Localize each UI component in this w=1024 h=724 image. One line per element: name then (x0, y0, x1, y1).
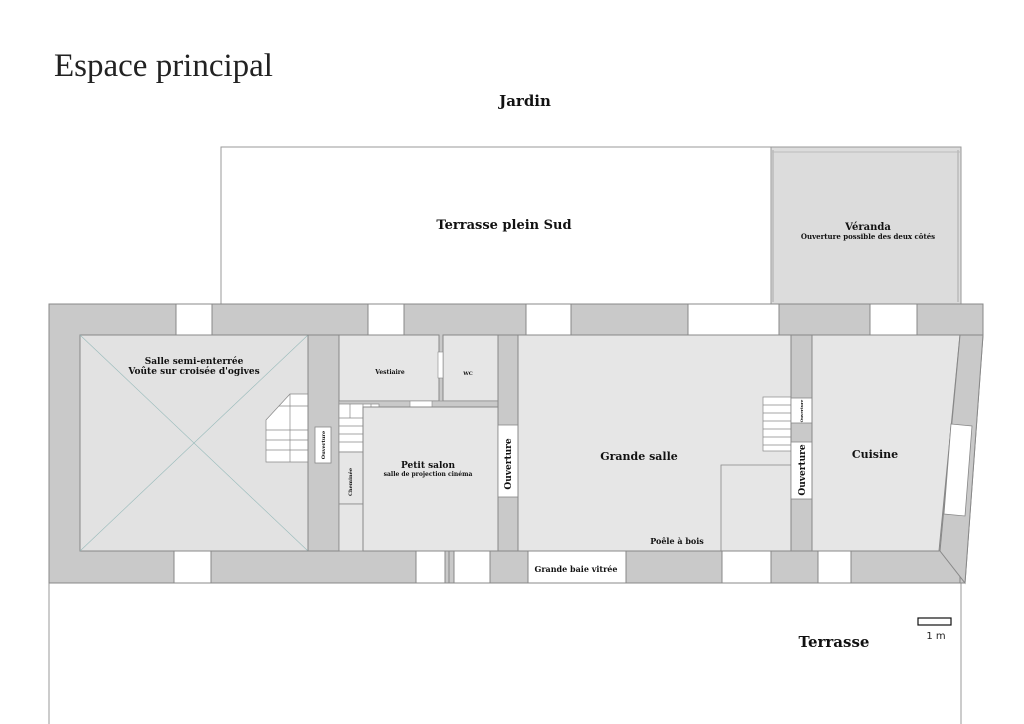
cheminee (338, 451, 364, 505)
south-openings (173, 550, 852, 584)
label-terrasse-sud: Terrasse plein Sud (436, 218, 571, 233)
page-title: Espace principal (54, 48, 273, 84)
label-ouverture-2: Ouverture (504, 438, 514, 490)
label-vestiaire: Vestiaire (374, 369, 405, 376)
label-petit-salon-sub: salle de projection cinéma (384, 471, 473, 478)
label-veranda-sub: Ouverture possible des deux côtés (801, 232, 935, 241)
label-salle-semi-sub: Voûte sur croisée d'ogives (127, 366, 259, 377)
label-ouverture-1: Ouverture (321, 431, 327, 459)
room-wc (442, 334, 499, 402)
scale-label: 1 m (926, 631, 945, 642)
label-veranda: Véranda (844, 222, 891, 233)
label-petit-salon: Petit salon (401, 461, 455, 471)
poele-zone (720, 464, 791, 551)
label-cuisine: Cuisine (852, 448, 898, 461)
stair-salle (265, 393, 309, 463)
room-vestiaire (338, 334, 440, 402)
stair-grande-salle (762, 396, 792, 452)
label-salle-semi: Salle semi-enterrée (145, 356, 244, 367)
label-grande-baie: Grande baie vitrée (535, 564, 618, 574)
label-wc: WC (462, 371, 473, 377)
terrasse-area (48, 583, 962, 724)
scale-bar (917, 617, 952, 626)
room-petit-salon (362, 406, 499, 552)
room-grande-salle (517, 334, 792, 552)
ouverture-1 (314, 426, 332, 464)
label-ouverture-4: Ouverture (798, 444, 808, 496)
label-terrasse: Terrasse (799, 633, 870, 651)
label-cheminee: Cheminée (347, 468, 354, 496)
veranda-area (770, 146, 962, 305)
terrasse-sud-area (220, 146, 772, 305)
north-openings (175, 303, 918, 336)
room-cuisine (811, 334, 961, 552)
label-poele: Poêle à bois (650, 536, 704, 546)
label-grande-salle: Grande salle (600, 450, 678, 463)
label-ouverture-3: Ouverture (799, 399, 804, 422)
label-jardin: Jardin (497, 92, 551, 110)
